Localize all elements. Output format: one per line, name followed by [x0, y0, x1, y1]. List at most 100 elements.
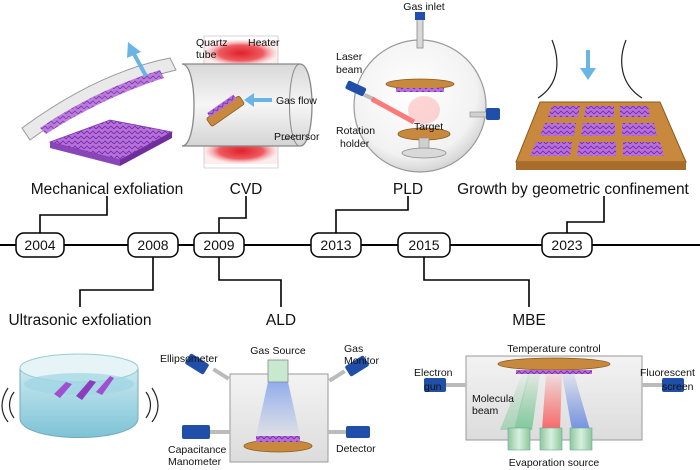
geometric-confinement-illustration	[515, 39, 687, 170]
year-box-2004: 2004	[15, 232, 65, 258]
year-box-2008: 2008	[127, 232, 179, 258]
confinement-curve-right	[621, 39, 643, 99]
timeline: 2004 2008 2009 2013 2015 2023	[0, 196, 700, 307]
confinement-curve-left	[537, 39, 558, 99]
year-box-2009: 2009	[193, 232, 245, 258]
crystal-stack-side2	[120, 132, 172, 166]
pld-label-rotation: Rotation	[336, 125, 375, 137]
mbe-substrate	[497, 357, 611, 371]
gas-flow-arrow-head	[244, 93, 254, 107]
mbe-label-beam: beam	[472, 405, 499, 417]
connector-2004	[39, 196, 108, 233]
year-box-2015: 2015	[397, 232, 451, 258]
mbe-label-molecula: Molecula	[472, 393, 514, 405]
connector-2015	[423, 257, 530, 307]
pld-illustration: Gas inlet Laser beam Target Rotation hol…	[336, 1, 500, 173]
mbe-label-temperature-control: Temperature control	[507, 343, 600, 355]
flake-2	[76, 380, 96, 400]
capacitance-manometer-port	[182, 425, 230, 439]
cvd-label-heater: Heater	[248, 37, 280, 49]
ald-label-ellipsometer: Ellipsometer	[160, 353, 218, 365]
method-label-ultrasonic-exfoliation: Ultrasonic exfoliation	[8, 312, 151, 329]
template-plate-edge	[516, 162, 686, 170]
method-label-ald: ALD	[266, 312, 296, 329]
fluorescent-screen-port	[642, 378, 684, 392]
crystal-stack-side	[50, 142, 120, 166]
laser-beam	[370, 96, 416, 125]
cvd-label-gas-flow: Gas flow	[276, 95, 317, 107]
mechanical-exfoliation-illustration	[21, 42, 177, 166]
mbe-label-evaporation-source: Evaporation source	[509, 457, 600, 469]
connector-2009-down	[218, 257, 282, 307]
pld-label-target: Target	[414, 121, 443, 133]
connector-2008	[79, 257, 154, 307]
detector-port	[328, 426, 370, 438]
pld-label-laser: Laser	[336, 51, 363, 63]
tape-flakes	[40, 70, 164, 134]
evaporation-cells	[507, 427, 593, 451]
year-label: 2008	[137, 237, 168, 253]
template-cells	[530, 106, 664, 156]
ellipsometer-port	[185, 353, 230, 381]
year-label: 2013	[320, 237, 351, 253]
pld-label-holder: holder	[340, 138, 370, 150]
plume	[408, 96, 440, 124]
year-box-2013: 2013	[310, 232, 362, 258]
method-label-mbe: MBE	[512, 312, 546, 329]
flake-3	[96, 376, 114, 395]
rotation-holder	[401, 147, 447, 159]
mbe-illustration: Temperature control Electron gun Molecul…	[414, 343, 695, 469]
laser-source	[345, 80, 375, 101]
pld-substrate	[385, 78, 455, 90]
pressure-arrow-head	[580, 68, 596, 80]
beam-green-2	[500, 374, 530, 430]
year-label: 2023	[551, 237, 582, 253]
cvd-label-tube: tube	[196, 49, 217, 61]
ald-illustration: Ellipsometer Gas Source Gas Monitor Capa…	[160, 343, 380, 468]
method-label-mechanical-exfoliation: Mechanical exfoliation	[31, 181, 184, 198]
ald-gas-source	[267, 359, 289, 383]
connector-2023	[566, 196, 605, 233]
ald-label-detector: Detector	[336, 443, 376, 455]
connector-2013	[335, 196, 409, 233]
beam-red	[542, 374, 562, 430]
beam-green	[514, 374, 540, 430]
ald-label-gas: Gas	[344, 343, 363, 355]
sound-waves-right	[145, 387, 159, 423]
pld-side-port	[469, 108, 500, 120]
cvd-substrate	[206, 94, 245, 127]
peel-arrow-head	[127, 42, 141, 58]
method-label-pld: PLD	[393, 181, 423, 198]
ald-label-manometer: Manometer	[168, 456, 222, 468]
cvd-label-quartz: Quartz	[196, 37, 228, 49]
ultrasonic-illustration	[1, 353, 159, 438]
mbe-substrate-flakes	[516, 370, 592, 374]
beam-blue	[562, 374, 590, 430]
year-box-2023: 2023	[541, 232, 593, 258]
gas-inlet-tube	[416, 15, 424, 49]
mbe-label-fluorescent: Fluorescent	[640, 367, 695, 379]
ald-substrate-flakes	[256, 436, 300, 442]
cvd-heater-top	[204, 40, 278, 66]
flake-1	[54, 382, 72, 398]
gas-inlet-cap	[415, 12, 425, 20]
ald-gas-beam	[256, 382, 300, 436]
electron-gun	[424, 378, 466, 392]
connector-2009	[218, 196, 247, 233]
mbe-label-screen: screen	[662, 381, 694, 393]
precursor-leader	[281, 134, 301, 141]
gas-monitor-port	[328, 355, 369, 383]
pld-substrate-flakes	[396, 88, 444, 92]
cvd-label-precursor: Precursor	[274, 131, 320, 143]
crystal-stack	[48, 119, 174, 161]
ald-label-monitor: Monitor	[344, 355, 380, 367]
peel-arrow	[132, 53, 148, 77]
mbe-label-gun: gun	[424, 381, 442, 393]
sound-waves-left	[1, 387, 15, 423]
liquid-surface	[24, 373, 134, 395]
method-label-cvd: CVD	[230, 181, 263, 198]
pld-label-beam: beam	[336, 64, 363, 76]
pld-label-gas-inlet: Gas inlet	[403, 1, 445, 13]
year-label: 2004	[24, 237, 55, 253]
